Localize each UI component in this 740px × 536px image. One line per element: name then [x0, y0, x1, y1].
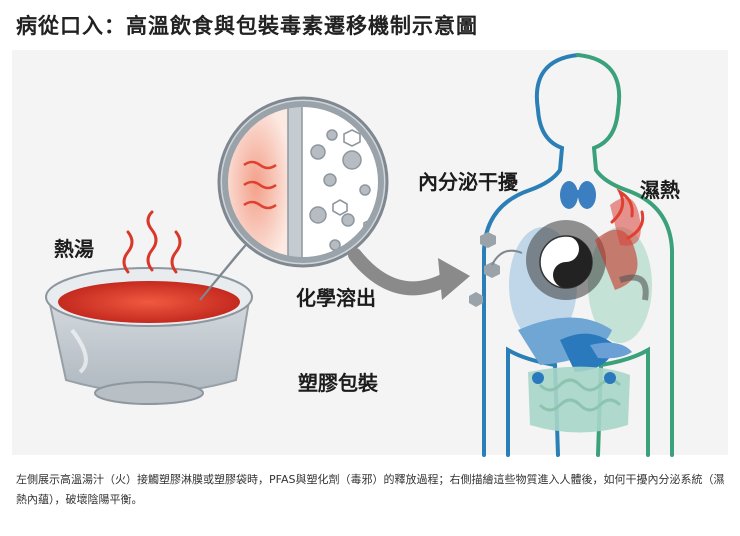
- thyroid-icon: [560, 181, 596, 209]
- label-chemical-leach: 化學溶出: [296, 286, 376, 310]
- page-title: 病從口入：高溫飲食與包裝毒素遷移機制示意圖: [16, 14, 478, 38]
- arrow-icon: [348, 248, 470, 300]
- figure-caption: 左側展示高溫湯汁（火）接觸塑膠淋膜或塑膠袋時，PFAS與塑化劑（毒邪）的釋放過程…: [16, 473, 725, 506]
- magnifier-icon: [199, 96, 389, 301]
- yin-yang-icon: [539, 235, 593, 289]
- steam-icon: [122, 210, 182, 274]
- toxin-particles: [469, 232, 523, 307]
- label-hot-soup: 熱湯: [54, 237, 94, 261]
- label-endocrine-disruption: 內分泌干擾: [418, 170, 518, 194]
- soup-surface: [58, 281, 240, 323]
- plastic-bowl: [45, 267, 253, 405]
- human-body-outline: [482, 53, 674, 457]
- flame-icon: [610, 188, 645, 240]
- label-damp-heat: 濕熱: [640, 178, 680, 202]
- label-plastic-wrap: 塑膠包裝: [298, 371, 378, 395]
